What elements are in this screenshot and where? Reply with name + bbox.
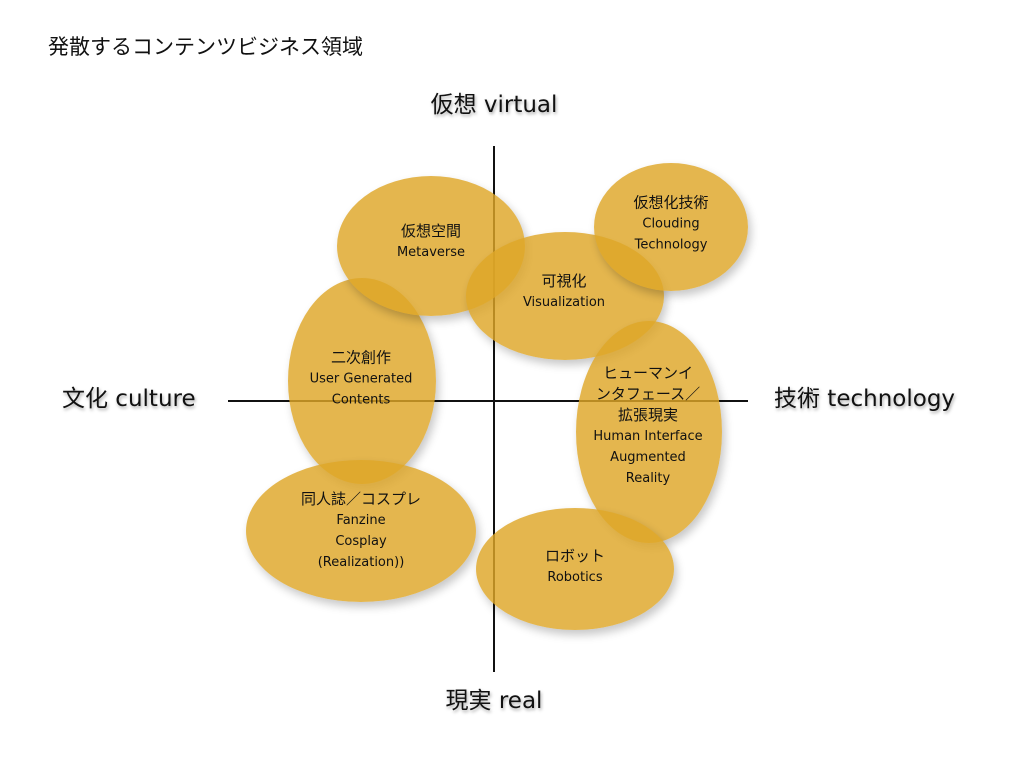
bubble-hci (576, 321, 722, 543)
bubble-clouding (594, 163, 748, 291)
bubble-fanzine-en-2: Cosplay (335, 534, 387, 549)
vertical-axis-line (493, 146, 495, 672)
bubble-text-fanzine: 同人誌／コスプレ Fanzine Cosplay (Realization)) (301, 489, 421, 573)
bubble-ugc-en-2: Contents (331, 392, 391, 408)
bubble-clouding-ja: 仮想化技術 (633, 193, 709, 212)
bubble-text-visualization: 可視化 Visualization (523, 271, 605, 313)
bubble-text-hci: ヒューマンイ ンタフェース／ 拡張現実 Human Interface Augm… (593, 363, 702, 489)
bubble-hci-en-3: Reality (625, 471, 671, 486)
bubble-clouding-en-1: Clouding (642, 216, 700, 232)
bubble-hci-ja-2: ンタフェース／ (595, 385, 701, 403)
bubble-text-metaverse: 仮想空間 Metaverse (397, 221, 465, 263)
bubble-fanzine (246, 460, 476, 602)
axis-label-virtual: 仮想 virtual (430, 92, 558, 118)
page-title: 発散するコンテンツビジネス領域 (48, 35, 363, 59)
axis-label-culture: 文化 culture (62, 386, 196, 412)
bubble-metaverse-en: Metaverse (396, 245, 466, 260)
axis-label-technology: 技術 technology (774, 386, 956, 412)
bubble-text-clouding: 仮想化技術 Clouding Technology (633, 193, 708, 256)
bubble-ugc-en-1: User Generated (309, 371, 413, 387)
bubble-hci-en-2: Augmented (610, 450, 686, 465)
bubble-visualization-en: Visualization (522, 295, 606, 310)
bubble-fanzine-en-3: (Realization)) (317, 555, 405, 570)
bubble-text-ugc: 二次創作 User Generated Contents (310, 348, 413, 411)
bubble-robotics-ja: ロボット (544, 547, 606, 565)
bubble-fanzine-ja: 同人誌／コスプレ (300, 490, 422, 508)
bubble-hci-en-1: Human Interface (593, 429, 703, 444)
axis-label-real: 現実 real (445, 688, 543, 714)
bubble-robotics (476, 508, 674, 630)
bubble-ugc-ja: 二次創作 (330, 348, 392, 367)
bubble-visualization-ja: 可視化 (541, 272, 587, 290)
bubble-hci-ja-3: 拡張現実 (617, 406, 678, 424)
bubble-metaverse-ja: 仮想空間 (400, 222, 461, 240)
bubble-robotics-en: Robotics (547, 570, 603, 585)
bubble-text-robotics: ロボット Robotics (545, 546, 605, 588)
horizontal-axis-line (228, 400, 748, 402)
bubble-fanzine-en-1: Fanzine (336, 513, 386, 528)
bubble-hci-ja-1: ヒューマンイ (602, 364, 693, 382)
bubble-clouding-en-2: Technology (634, 237, 708, 253)
